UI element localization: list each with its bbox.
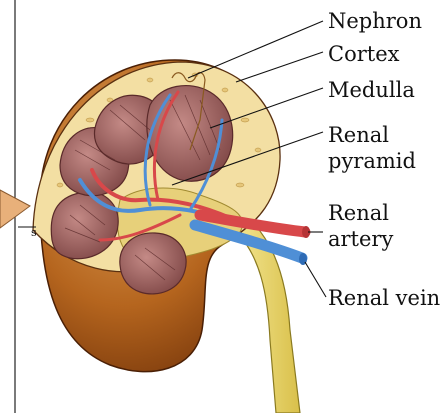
label-renal-artery-1: Renal	[328, 201, 389, 225]
pyramid-bottom	[120, 233, 186, 294]
leader-cortex	[236, 52, 323, 82]
label-renal-vein: Renal vein	[328, 286, 440, 310]
label-cortex: Cortex	[328, 42, 400, 66]
edge-marker: s	[31, 226, 37, 239]
label-renal-artery-2: artery	[328, 227, 393, 251]
label-renal-pyramid-1: Renal	[328, 123, 389, 147]
leader-renal-vein	[305, 262, 326, 297]
label-medulla: Medulla	[328, 78, 415, 102]
label-nephron: Nephron	[328, 9, 422, 33]
label-renal-pyramid-2: pyramid	[328, 149, 416, 173]
leader-nephron	[188, 21, 323, 78]
